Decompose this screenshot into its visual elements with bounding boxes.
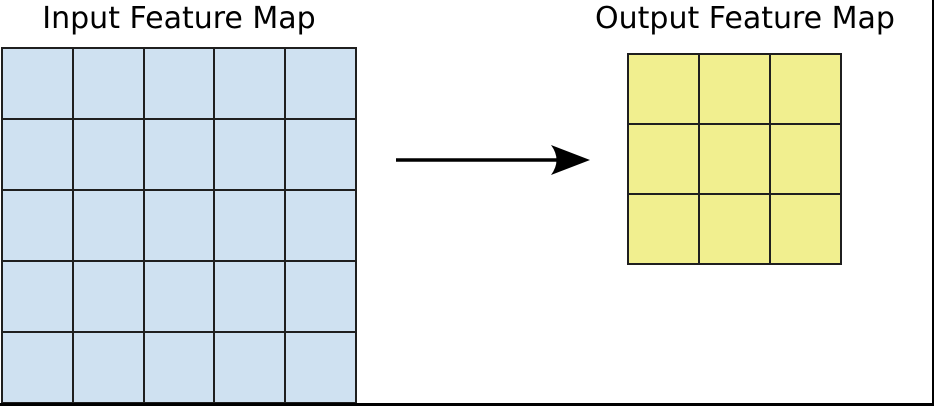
input-feature-map-cell bbox=[144, 191, 214, 260]
input-feature-map-cell bbox=[215, 262, 285, 331]
input-feature-map-cell bbox=[144, 49, 214, 118]
input-feature-map-cell bbox=[73, 120, 143, 189]
input-feature-map-cell bbox=[73, 333, 143, 402]
input-feature-map-cell bbox=[3, 120, 72, 189]
output-feature-map-cell bbox=[771, 55, 840, 123]
output-feature-map-cell bbox=[771, 195, 840, 263]
output-feature-map-cell bbox=[629, 195, 698, 263]
input-feature-map-cell bbox=[144, 120, 214, 189]
output-feature-map-cell bbox=[700, 125, 769, 193]
input-feature-map-cell bbox=[215, 120, 285, 189]
input-feature-map-cell bbox=[144, 333, 214, 402]
input-feature-map-grid bbox=[1, 47, 357, 403]
output-feature-map-title: Output Feature Map bbox=[595, 1, 895, 36]
input-feature-map-cell bbox=[3, 49, 72, 118]
input-feature-map-cell bbox=[144, 262, 214, 331]
input-feature-map-cell bbox=[215, 333, 285, 402]
input-feature-map-cell bbox=[73, 49, 143, 118]
right-arrow-icon bbox=[396, 145, 590, 175]
output-feature-map-cell bbox=[629, 125, 698, 193]
input-feature-map-cell bbox=[215, 191, 285, 260]
input-feature-map-cell bbox=[286, 333, 355, 402]
output-feature-map-grid bbox=[627, 53, 842, 265]
input-feature-map-cell bbox=[73, 191, 143, 260]
input-feature-map-cell bbox=[286, 120, 355, 189]
input-feature-map-cell bbox=[286, 191, 355, 260]
input-feature-map-cell bbox=[215, 49, 285, 118]
input-feature-map-cell bbox=[3, 333, 72, 402]
output-feature-map-cell bbox=[700, 55, 769, 123]
input-feature-map-cell bbox=[73, 262, 143, 331]
input-feature-map-title: Input Feature Map bbox=[42, 1, 316, 36]
output-feature-map-cell bbox=[700, 195, 769, 263]
output-feature-map-cell bbox=[771, 125, 840, 193]
input-feature-map-cell bbox=[3, 262, 72, 331]
input-feature-map-cell bbox=[3, 191, 72, 260]
output-feature-map-cell bbox=[629, 55, 698, 123]
input-feature-map-cell bbox=[286, 262, 355, 331]
input-feature-map-cell bbox=[286, 49, 355, 118]
